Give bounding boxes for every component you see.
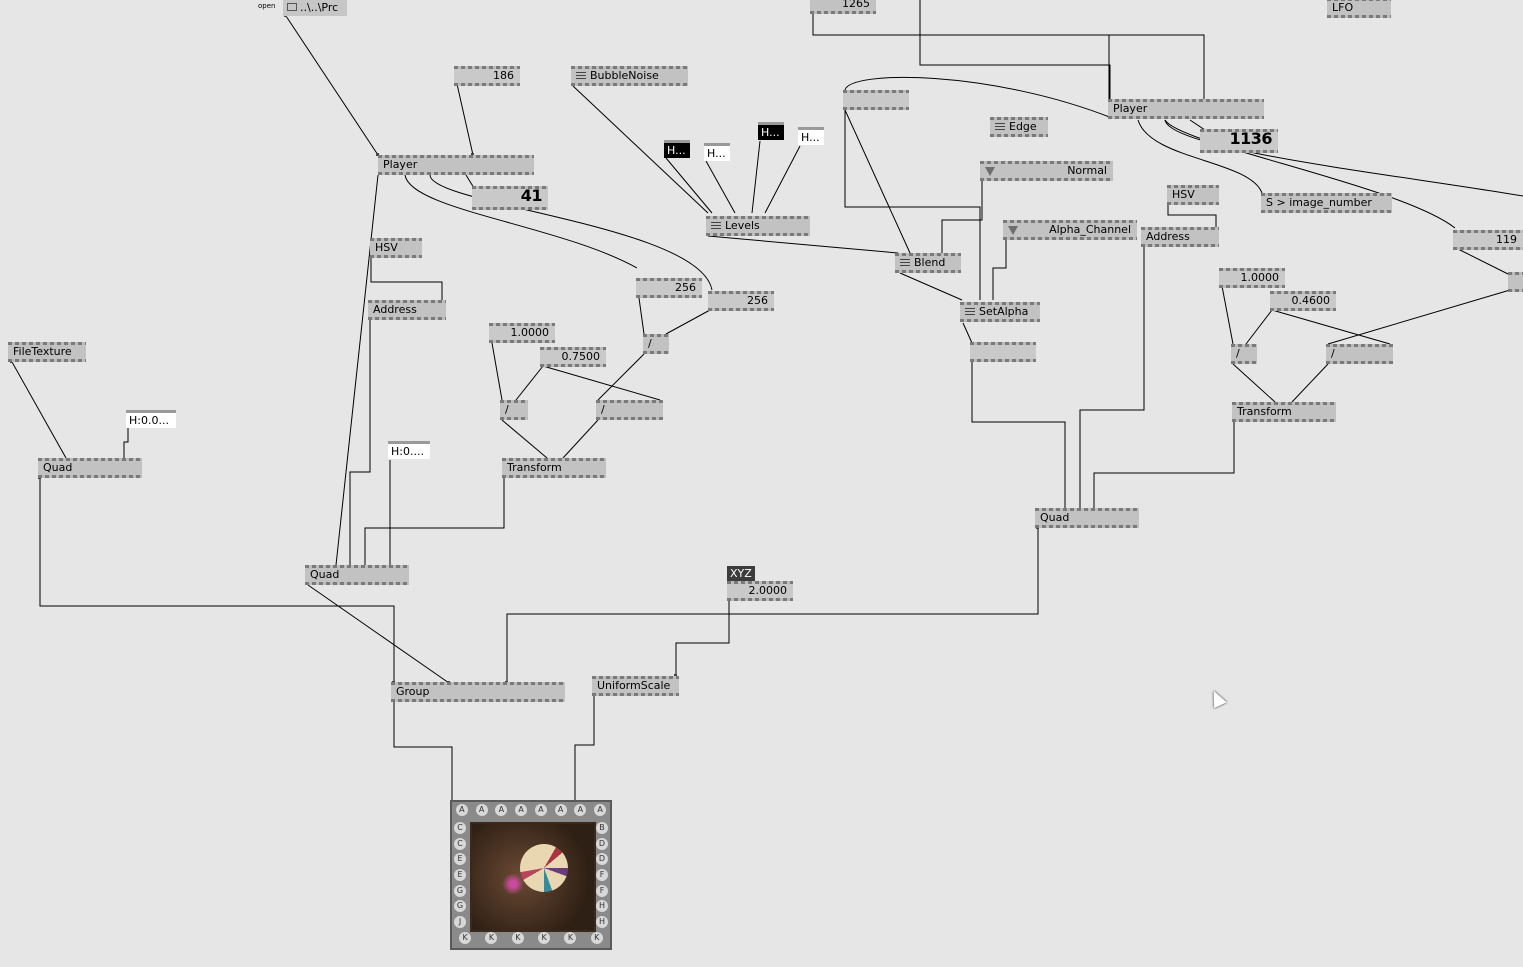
lfo-node[interactable]: LFO — [1327, 0, 1391, 18]
player-node-right[interactable]: Player — [1108, 99, 1264, 119]
enum-normal[interactable]: Normal — [980, 161, 1113, 181]
address-node-right[interactable]: Address — [1141, 227, 1219, 247]
value-box-186[interactable]: 186 — [454, 66, 520, 86]
menu-icon — [576, 72, 586, 80]
value-box-075[interactable]: 0.7500 — [540, 347, 606, 367]
transform-node-left[interactable]: Transform — [502, 458, 606, 478]
renderer-key: A — [455, 804, 468, 816]
enum-alpha-channel[interactable]: Alpha_Channel — [1003, 220, 1137, 240]
value-box-1-right[interactable]: 1.0000 — [1219, 268, 1285, 288]
edge-node[interactable]: Edge — [990, 117, 1048, 137]
renderer-key: K — [538, 932, 551, 944]
renderer-key: F — [596, 884, 608, 897]
renderer-key: K — [590, 932, 603, 944]
uniformscale-node[interactable]: UniformScale — [592, 676, 679, 696]
renderer-key: D — [596, 837, 608, 850]
group-node[interactable]: Group — [391, 682, 565, 702]
render-scene-image — [470, 822, 596, 932]
empty-value-box-bottom[interactable] — [970, 342, 1036, 362]
divide-node-b[interactable]: / — [596, 400, 663, 420]
hsv-node-right[interactable]: HSV — [1167, 185, 1219, 205]
renderer-key: C — [454, 821, 466, 834]
divide-node-a[interactable]: / — [500, 400, 528, 420]
color-box-h4[interactable]: H... — [798, 127, 824, 145]
color-box-h1[interactable]: H... — [664, 140, 690, 158]
particles-image — [498, 874, 528, 894]
renderer-key: K — [459, 932, 472, 944]
uniform-scale-value[interactable]: 2.0000 — [727, 581, 793, 601]
menu-icon — [965, 308, 975, 316]
image-number-send-node[interactable]: S > image_number — [1261, 193, 1392, 213]
menu-icon — [711, 222, 721, 230]
bubblenoise-node[interactable]: BubbleNoise — [571, 66, 688, 86]
renderer-key: E — [454, 853, 466, 866]
renderer-key: J — [454, 916, 466, 929]
value-box-1-left[interactable]: 1.0000 — [489, 323, 555, 343]
quad-node-left[interactable]: Quad — [38, 458, 142, 478]
color-box-h2[interactable]: H... — [704, 143, 730, 161]
renderer-key: G — [454, 884, 466, 897]
renderer-key: F — [596, 868, 608, 881]
umbrella-image — [520, 844, 568, 892]
value-box-256-a[interactable]: 256 — [636, 278, 702, 298]
renderer-key: A — [574, 804, 587, 816]
open-label: open — [258, 2, 276, 10]
renderer-key: A — [475, 804, 488, 816]
renderer-key: H — [596, 900, 608, 913]
dropdown-icon — [985, 167, 995, 176]
divide-node-edge[interactable] — [1508, 272, 1523, 292]
divide-node-d[interactable]: / — [1231, 344, 1257, 364]
value-box-119[interactable]: 119 — [1453, 230, 1523, 250]
filetexture-node[interactable]: FileTexture — [8, 342, 86, 362]
renderer-key: C — [454, 837, 466, 850]
divide-node-c[interactable]: / — [643, 334, 669, 354]
renderer-key: H — [596, 916, 608, 929]
top-value-box[interactable]: 1265 — [810, 0, 876, 14]
renderer-key: K — [511, 932, 524, 944]
menu-icon — [995, 123, 1005, 131]
player-right-frame-value[interactable]: 1136 — [1200, 129, 1278, 153]
folder-icon — [287, 3, 297, 11]
divide-node-e[interactable]: / — [1326, 344, 1393, 364]
xyz-tooltip: XYZ — [727, 566, 755, 581]
color-box-mid[interactable]: H:0.... — [388, 441, 430, 459]
quad-node-mid[interactable]: Quad — [305, 565, 409, 585]
dropdown-icon — [1008, 226, 1018, 235]
menu-icon — [900, 259, 910, 267]
color-box-left[interactable]: H:0.0... — [126, 410, 176, 428]
renderer-key: A — [554, 804, 567, 816]
color-box-h3[interactable]: H... — [758, 122, 784, 140]
renderer-key: E — [454, 868, 466, 881]
transform-node-right[interactable]: Transform — [1232, 402, 1336, 422]
renderer-key: K — [564, 932, 577, 944]
renderer-key: D — [596, 853, 608, 866]
value-box-046[interactable]: 0.4600 — [1270, 291, 1336, 311]
address-node-left[interactable]: Address — [368, 300, 446, 320]
renderer-key: G — [454, 900, 466, 913]
renderer-key: K — [485, 932, 498, 944]
filename-box[interactable]: ..\..\Prc — [283, 0, 347, 16]
blend-node[interactable]: Blend — [895, 253, 961, 273]
player-left-frame-value[interactable]: 41 — [472, 186, 548, 210]
value-box-256-b[interactable]: 256 — [708, 291, 774, 311]
renderer-key: A — [594, 804, 607, 816]
levels-node[interactable]: Levels — [706, 216, 810, 236]
hsv-node-left[interactable]: HSV — [370, 238, 422, 258]
quad-node-right[interactable]: Quad — [1035, 508, 1139, 528]
renderer-key: B — [596, 821, 608, 834]
player-node-left[interactable]: Player — [378, 155, 534, 175]
setalpha-node[interactable]: SetAlpha — [960, 302, 1040, 322]
empty-value-box-top[interactable] — [843, 90, 909, 110]
renderer-key: A — [515, 804, 528, 816]
renderer-key: A — [495, 804, 508, 816]
renderer-key: A — [534, 804, 547, 816]
